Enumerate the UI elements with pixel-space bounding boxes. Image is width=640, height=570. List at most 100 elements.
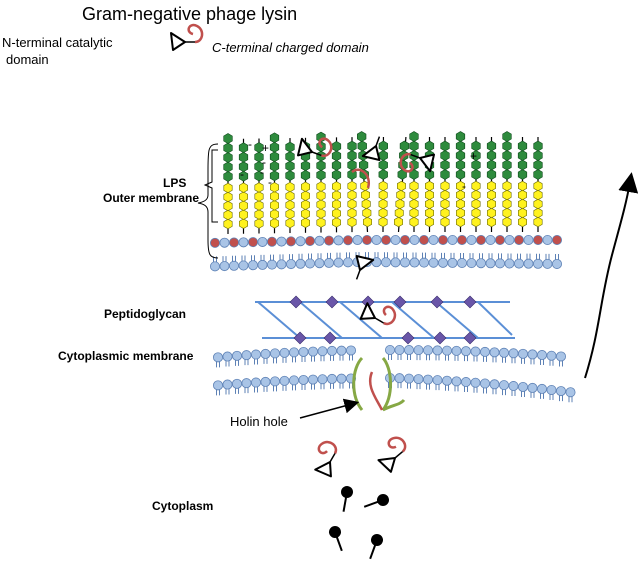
linker xyxy=(355,269,361,280)
lipid-a-sugar xyxy=(393,216,404,228)
lipid-head xyxy=(485,258,496,269)
o-antigen-sugar xyxy=(331,169,342,181)
o-antigen-sugar xyxy=(486,169,497,180)
o-antigen-sugar xyxy=(533,159,543,171)
n-terminal-catalytic-domain xyxy=(361,145,381,162)
o-antigen-sugar xyxy=(223,142,233,154)
cytoplasm-molecule-head xyxy=(371,534,383,546)
lipid-a-sugar xyxy=(316,208,326,219)
o-antigen-sugar xyxy=(378,159,388,171)
pg-node xyxy=(293,331,307,345)
lysin-exiting-left xyxy=(314,440,338,478)
lipid-a-sugar xyxy=(424,198,435,210)
lipid-head xyxy=(432,375,443,386)
lipid-a-sugar xyxy=(409,198,419,210)
lysin-on-peptidoglycan xyxy=(359,302,397,326)
lipid-head xyxy=(399,257,410,268)
lipid-a-sugar xyxy=(424,216,435,228)
lipid-head xyxy=(390,234,401,245)
lps-molecule xyxy=(440,137,450,232)
lipid-a-sugar xyxy=(269,218,280,229)
o-antigen-sugar xyxy=(486,150,497,161)
o-antigen-sugar xyxy=(455,159,466,171)
lipid-head xyxy=(260,376,271,387)
lipid-head xyxy=(279,375,290,386)
lipid-head xyxy=(432,345,443,356)
o-antigen-sugar xyxy=(285,151,295,162)
o-antigen-sugar xyxy=(316,160,326,171)
lipid-head xyxy=(409,257,420,268)
lipid-head xyxy=(285,236,296,247)
o-antigen-sugar xyxy=(358,159,369,171)
lipid-a-sugar xyxy=(285,181,295,193)
o-antigen-sugar xyxy=(471,159,481,171)
lipid-head xyxy=(485,234,496,245)
o-antigen-sugar xyxy=(356,131,367,142)
lipid-head xyxy=(260,348,271,359)
lipid-head xyxy=(523,234,534,245)
lipid-head xyxy=(342,235,353,246)
lipid-a-sugar xyxy=(300,181,311,192)
lipid-a-sugar xyxy=(394,207,404,219)
o-antigen-sugar xyxy=(269,160,280,172)
peptide-crosslink xyxy=(435,301,479,339)
o-antigen-sugar xyxy=(285,160,295,172)
outer-membrane-brace xyxy=(197,143,219,259)
o-antigen-sugar xyxy=(238,170,249,182)
pg-node xyxy=(393,295,407,309)
lipid-head xyxy=(523,258,534,269)
lipid-head xyxy=(250,377,261,388)
lipid-a-sugar xyxy=(517,198,528,210)
lipid-head xyxy=(441,375,452,386)
pg-node xyxy=(463,331,477,345)
linker xyxy=(394,450,404,459)
lipid-head xyxy=(518,381,529,392)
o-antigen-sugar xyxy=(378,169,388,180)
lipid-head xyxy=(212,352,223,363)
lipid-head xyxy=(533,258,544,269)
lipid-a-sugar xyxy=(440,207,450,219)
o-antigen-sugar xyxy=(533,150,543,161)
lipid-head xyxy=(527,382,538,393)
lipid-head xyxy=(447,257,458,268)
linker xyxy=(410,153,421,159)
lipid-head xyxy=(456,234,467,245)
lipid-head xyxy=(537,383,548,394)
lipid-head xyxy=(556,386,567,397)
cytoplasmic-membrane-inner-leaflet-left xyxy=(212,373,356,396)
lipid-a-sugar xyxy=(316,181,326,192)
lipid-a-sugar xyxy=(378,207,388,219)
lipid-a-sugar xyxy=(486,198,497,210)
lipid-head xyxy=(498,347,509,358)
lps-brace xyxy=(203,149,218,223)
lipid-head xyxy=(238,260,249,271)
lipid-a-sugar xyxy=(331,181,342,192)
c-terminal-charged-domain xyxy=(318,137,333,158)
lipid-a-sugar xyxy=(347,189,357,201)
legend-n-terminal: N-terminal catalytic domain xyxy=(2,34,113,68)
o-antigen-sugar xyxy=(285,170,295,181)
lipid-head xyxy=(276,236,287,247)
lipid-head xyxy=(314,235,325,246)
lipid-head xyxy=(390,257,401,268)
lipid-head xyxy=(247,237,258,248)
lipid-head xyxy=(428,257,439,268)
lipid-a-sugar xyxy=(455,207,466,219)
lps-molecule xyxy=(471,137,481,232)
cytoplasmic-membrane-inner-leaflet-right xyxy=(384,373,576,403)
lipid-a-sugar xyxy=(223,182,233,194)
lipid-head xyxy=(371,234,382,245)
lipid-head xyxy=(504,258,515,269)
o-antigen-sugar xyxy=(424,169,435,180)
lipid-a-sugar xyxy=(316,190,326,201)
o-antigen-sugar xyxy=(316,169,326,181)
holin-pore xyxy=(352,356,406,412)
lipid-head xyxy=(333,235,344,246)
lipid-a-sugar xyxy=(223,218,233,230)
o-antigen-sugar xyxy=(471,169,481,180)
lipid-head xyxy=(269,376,280,387)
o-antigen-sugar xyxy=(455,131,466,142)
o-antigen-sugar xyxy=(517,159,528,171)
lipid-head xyxy=(212,380,223,391)
lipid-head xyxy=(489,379,500,390)
